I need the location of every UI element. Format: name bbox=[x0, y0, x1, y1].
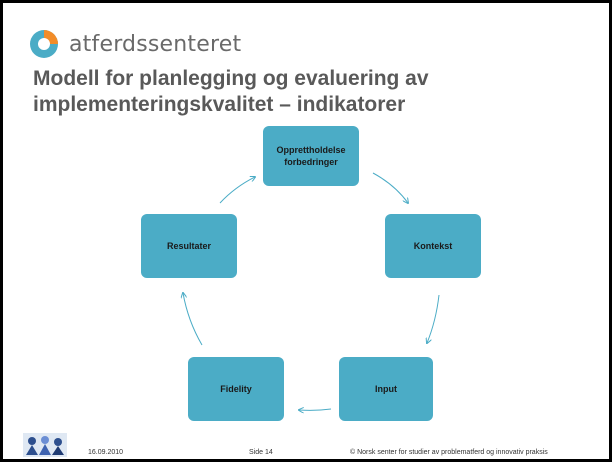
node-opprettholdelse: Opprettholdelse forbedringer bbox=[263, 126, 359, 186]
arrow-resultater-opprettholdelse bbox=[219, 177, 255, 204]
node-kontekst: Kontekst bbox=[385, 214, 481, 278]
footer-page-number: Side 14 bbox=[249, 449, 273, 456]
page-title: Modell for planlegging og evaluering av … bbox=[33, 66, 593, 118]
arrow-opprettholdelse-kontekst bbox=[372, 172, 408, 203]
arrow-fidelity-resultater bbox=[183, 293, 203, 346]
arrow-kontekst-input bbox=[427, 294, 440, 343]
footer-date: 16.09.2010 bbox=[88, 449, 124, 456]
footer-copyright: © Norsk senter for studier av problematf… bbox=[350, 449, 548, 456]
atferdssenteret-logo-icon bbox=[30, 30, 58, 58]
node-fidelity: Fidelity bbox=[188, 357, 284, 421]
brand-name: atferdssenteret bbox=[69, 32, 242, 57]
footer-logo-icon bbox=[23, 433, 67, 457]
node-input: Input bbox=[339, 357, 433, 421]
slide: atferdssenteret Modell for planlegging o… bbox=[3, 3, 609, 459]
title-line-1: Modell for planlegging og evaluering av bbox=[33, 67, 429, 90]
title-line-2: implementeringskvalitet – indikatorer bbox=[33, 93, 406, 116]
node-resultater: Resultater bbox=[141, 214, 237, 278]
cycle-arrows bbox=[3, 172, 440, 459]
arrow-input-fidelity bbox=[299, 409, 332, 410]
